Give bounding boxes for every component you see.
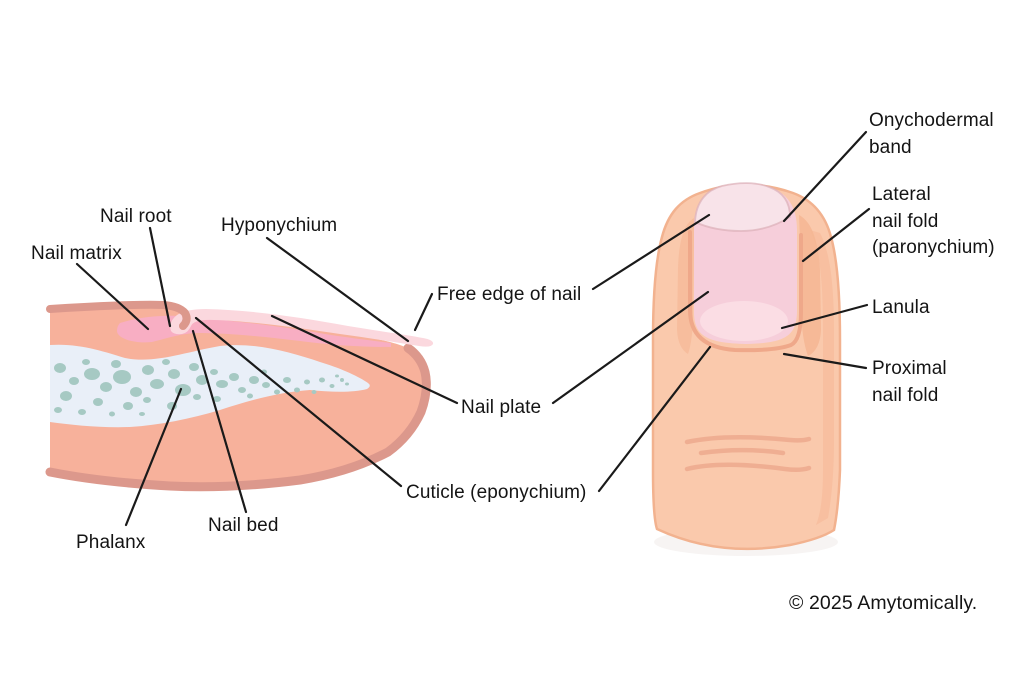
- finger-right-shade: [810, 230, 834, 525]
- lateral-nail-fold-line: [801, 207, 871, 263]
- nail-plate-section-shape: [170, 309, 434, 347]
- nail-bed-line: [191, 329, 248, 514]
- label-onychodermal-band: Onychodermal band: [869, 110, 994, 158]
- label-nail-plate: Nail plate: [461, 397, 542, 418]
- label-proximal-nail-fold: Proximal nail fold: [872, 358, 947, 406]
- onychodermal-band-line: [782, 130, 868, 223]
- label-nail-bed: Nail bed: [208, 515, 279, 536]
- label-lateral-nail-fold: Lateral nail fold (paronychium): [872, 184, 995, 258]
- knuckle-creases: [684, 435, 812, 473]
- free-edge-dorsal-shape: [694, 182, 791, 232]
- label-hyponychium: Hyponychium: [221, 215, 338, 236]
- lunula-shape: [700, 301, 788, 341]
- fingertip-dorsal-view: [651, 182, 842, 556]
- label-cuticle: Cuticle (eponychium): [406, 482, 587, 503]
- copyright-text: © 2025 Amytomically.: [789, 592, 978, 614]
- label-lanula: Lanula: [872, 297, 930, 318]
- proximal-nail-fold-line: [782, 352, 868, 370]
- free-edge-line-left: [413, 292, 434, 332]
- nail-matrix-line: [75, 262, 150, 331]
- nail-fold-outline: [688, 230, 803, 353]
- label-nail-matrix: Nail matrix: [31, 243, 122, 264]
- nail-root-line: [148, 226, 172, 328]
- lanula-line: [780, 303, 869, 330]
- label-phalanx: Phalanx: [76, 532, 146, 553]
- label-nail-root: Nail root: [100, 206, 172, 227]
- phalanx-bone-speckles: [54, 359, 349, 417]
- label-free-edge: Free edge of nail: [437, 284, 582, 305]
- phalanx-line: [124, 387, 183, 527]
- nail-plate-line-left: [270, 314, 459, 405]
- nail-plate-line-right: [551, 290, 710, 405]
- leader-lines: [75, 130, 871, 527]
- cuticle-line-right: [597, 345, 712, 493]
- hyponychium-line: [265, 236, 410, 343]
- free-edge-line-right: [591, 213, 711, 291]
- section-top-edge: [46, 300, 191, 330]
- fingertip-cross-section: [45, 300, 434, 492]
- section-bottom-edge: [45, 343, 431, 492]
- cuticle-line-left: [194, 316, 403, 488]
